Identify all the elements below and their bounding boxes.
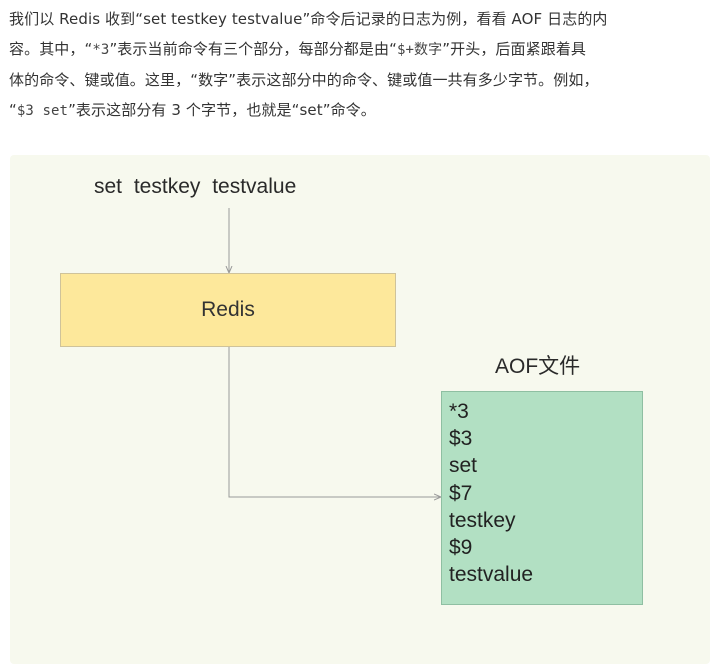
inline-code-dollar3-set: $3 set	[16, 103, 69, 119]
redis-label: Redis	[201, 298, 255, 321]
paragraph-line-1: 我们以 Redis 收到“set testkey testvalue”命令后记录…	[9, 4, 709, 34]
redis-box: Redis	[60, 273, 396, 347]
paragraph-line-3: 体的命令、键或值。这里，“数字”表示这部分中的命令、键或值一共有多少字节。例如，	[9, 65, 709, 95]
aof-diagram: set testkey testvalue Redis AOF文件 *3 $3 …	[10, 155, 710, 664]
aof-line: testvalue	[449, 563, 534, 587]
line-2-text-b: ”表示当前命令有三个部分，每部分都是由“	[109, 40, 397, 58]
line-3-text: 体的命令、键或值。这里，“数字”表示这部分中的命令、键或值一共有多少字节。例如，	[9, 71, 599, 89]
aof-file-title: AOF文件	[495, 355, 581, 378]
inline-code-dollar-number: $+数字	[396, 42, 443, 58]
line-2-text-c: ”开头，后面紧跟着具	[442, 40, 587, 58]
aof-file-box: *3 $3 set $7 testkey $9 testvalue	[441, 391, 643, 605]
command-text: set testkey testvalue	[94, 175, 297, 198]
line-4-text-b: ”表示这部分有 3 个字节，也就是“set”命令。	[68, 101, 376, 119]
arrow-redis-to-aof	[228, 347, 441, 497]
line-2-text-a: 容。其中，“	[9, 40, 93, 58]
aof-line: *3	[449, 400, 469, 423]
intro-paragraph: 我们以 Redis 收到“set testkey testvalue”命令后记录…	[9, 0, 709, 126]
inline-code-star3: *3	[92, 42, 110, 58]
diagram-arrows	[10, 208, 710, 664]
aof-line: $9	[449, 536, 473, 560]
aof-line: $7	[449, 481, 473, 505]
aof-line: set	[449, 454, 478, 478]
aof-line: testkey	[449, 508, 516, 532]
line-1-text: 我们以 Redis 收到“set testkey testvalue”命令后记录…	[9, 10, 608, 28]
aof-line: $3	[449, 427, 473, 451]
paragraph-line-4: “$3 set”表示这部分有 3 个字节，也就是“set”命令。	[9, 95, 709, 126]
paragraph-line-2: 容。其中，“*3”表示当前命令有三个部分，每部分都是由“$+数字”开头，后面紧跟…	[9, 34, 709, 65]
line-4-text-a: “	[9, 101, 17, 119]
